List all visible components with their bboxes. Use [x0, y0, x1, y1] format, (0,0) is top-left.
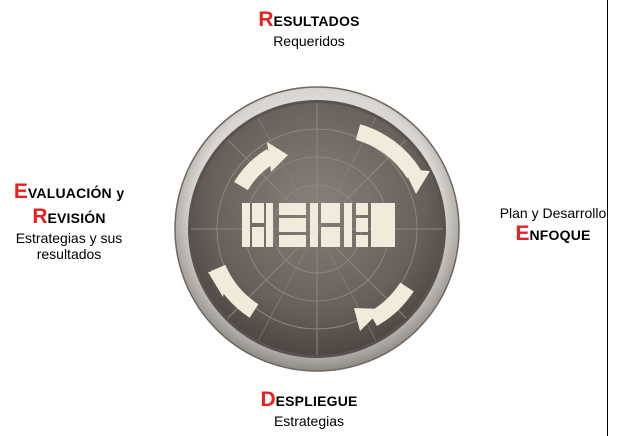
- title-rest-enfoque: NFOQUE: [529, 226, 591, 243]
- title-joiner-y: y: [116, 185, 125, 201]
- title-initial-e2: E: [13, 180, 28, 203]
- title-despliegue: DESPLIEGUE: [209, 388, 409, 413]
- title-enfoque: ENFOQUE: [488, 222, 618, 247]
- label-enfoque: Plan y Desarrollo ENFOQUE: [488, 205, 618, 246]
- arrow-head-top-left: [267, 142, 288, 172]
- title-initial-e: E: [515, 221, 530, 245]
- center-logo-icon: [242, 203, 395, 247]
- title-rest-despliegue: ESPLIEGUE: [275, 393, 358, 409]
- title-initial-r: R: [258, 8, 274, 31]
- label-resultados: RESULTADOS Requeridos: [209, 8, 409, 49]
- arc-top-right: [355, 124, 421, 179]
- label-despliegue: DESPLIEGUE Estrategias: [209, 388, 409, 429]
- arrow-head-bottom-left: [208, 270, 228, 297]
- title-evaluacion: EVALUACIÓN y: [0, 180, 138, 205]
- title-revision: REVISIÓN: [0, 205, 138, 230]
- subtitle-estrategias-sus: Estrategias y sus: [15, 229, 123, 246]
- arc-bottom-right: [368, 282, 414, 326]
- title-initial-d: D: [260, 388, 276, 411]
- subtitle-resultados: resultados: [36, 246, 102, 263]
- subtitle-estrategias: Estrategias: [273, 412, 345, 429]
- arrow-heads: [208, 142, 430, 331]
- subtitle-requeridos: Requeridos: [273, 32, 345, 49]
- arrow-head-bottom-right: [354, 308, 382, 331]
- arrow-head-top-right: [404, 169, 430, 194]
- arc-top-left: [234, 149, 276, 191]
- subtitle-plan-desarrollo: Plan y Desarrollo: [499, 205, 607, 221]
- title-initial-r2: R: [32, 204, 48, 228]
- title-resultados: RESULTADOS: [209, 8, 409, 33]
- cycle-diagram: [174, 86, 460, 372]
- label-evaluacion-revision: EVALUACIÓN y REVISIÓN Estrategias y sus …: [0, 180, 138, 263]
- title-rest-evaluacion: VALUACIÓN: [27, 185, 112, 201]
- title-rest-resultados: ESULTADOS: [273, 13, 360, 29]
- title-rest-revision: EVISIÓN: [47, 209, 106, 226]
